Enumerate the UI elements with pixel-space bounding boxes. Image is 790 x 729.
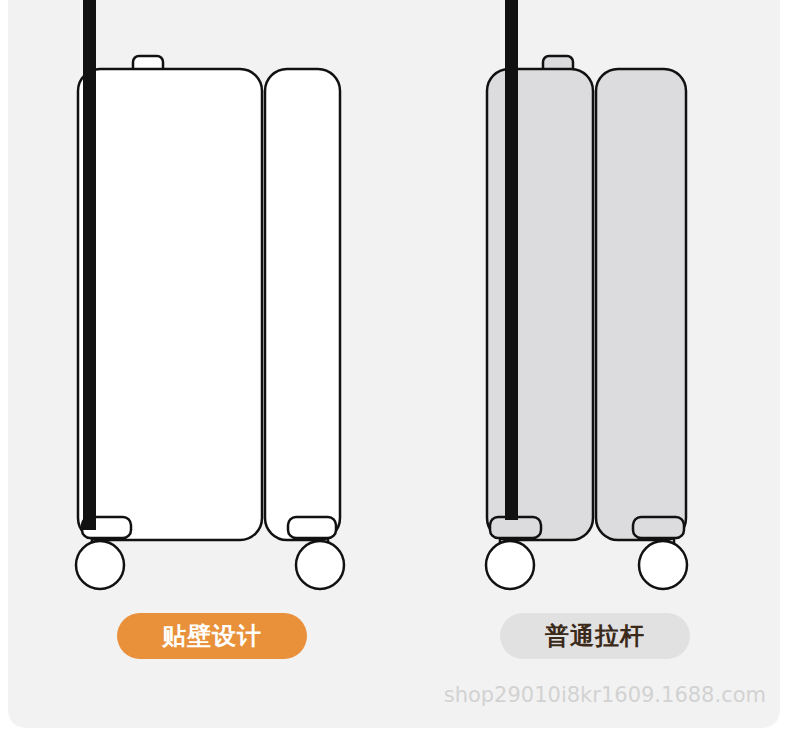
- watermark: shop29010i8kr1609.1688.com: [444, 683, 766, 707]
- label-pill: 贴壁设计: [117, 613, 307, 659]
- background-panel: [8, 0, 780, 728]
- caption-text: 普通拉杆: [545, 620, 645, 652]
- label-pill: 普通拉杆: [500, 613, 690, 659]
- wall-hugging-suitcase: [76, 56, 344, 589]
- caption-text: 贴壁设计: [162, 620, 262, 652]
- trolley-pole: [83, 0, 96, 530]
- trolley-pole: [505, 0, 518, 520]
